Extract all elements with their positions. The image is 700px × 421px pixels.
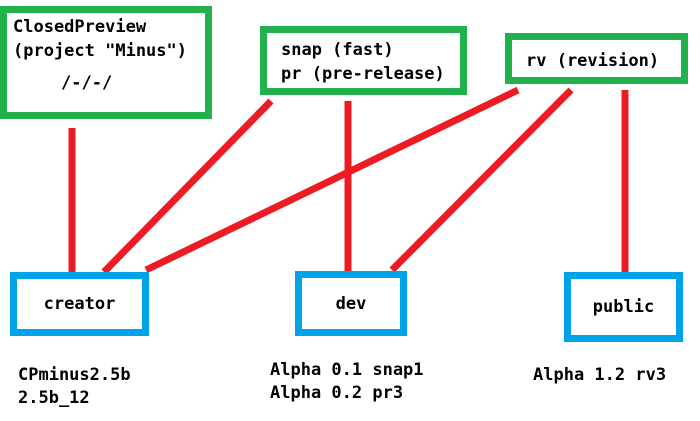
source-box-rv: rv (revision) xyxy=(505,33,688,84)
snap-label: snap (fast) xyxy=(281,40,394,60)
dev-version-1: Alpha 0.1 snap1 xyxy=(270,360,424,380)
channel-label-public: public xyxy=(592,297,655,317)
channel-box-public: public xyxy=(564,272,683,342)
channel-box-creator: creator xyxy=(10,272,149,336)
source-box-snap-pr: snap (fast) pr (pre-release) xyxy=(260,26,467,95)
channel-box-dev: dev xyxy=(295,271,407,336)
closedpreview-marker: /-/-/ xyxy=(61,73,113,93)
pr-label: pr (pre-release) xyxy=(281,64,445,84)
creator-version-1: CPminus2.5b xyxy=(18,365,131,385)
creator-version-2: 2.5b_12 xyxy=(18,388,90,408)
link-rv-to-creator xyxy=(144,86,520,274)
link-snap-pr-to-creator xyxy=(101,98,274,275)
closedpreview-subtitle: (project "Minus") xyxy=(13,41,187,61)
public-version-1: Alpha 1.2 rv3 xyxy=(533,365,667,385)
channel-label-creator: creator xyxy=(43,294,116,314)
source-box-closedpreview: ClosedPreview (project "Minus") /-/-/ xyxy=(0,6,212,119)
link-rv-to-dev xyxy=(389,87,574,273)
rv-label: rv (revision) xyxy=(526,51,660,71)
dev-version-2: Alpha 0.2 pr3 xyxy=(270,383,404,403)
closedpreview-title: ClosedPreview xyxy=(13,17,147,37)
channel-label-dev: dev xyxy=(335,293,367,314)
